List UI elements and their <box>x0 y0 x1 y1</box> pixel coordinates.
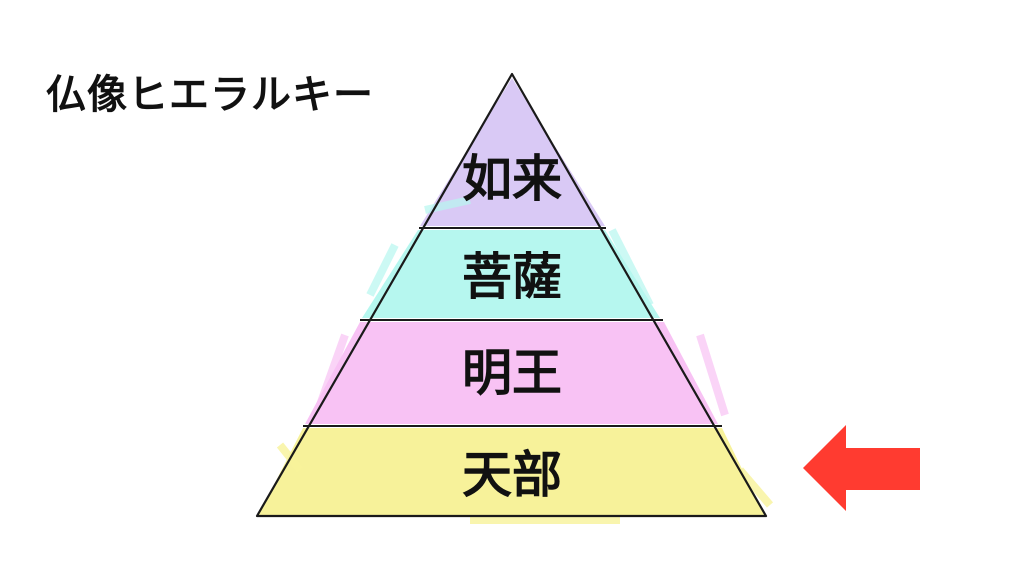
tier-label-bosatsu: 菩薩 <box>462 248 562 306</box>
diagram-title: 仏像ヒエラルキー <box>46 72 374 118</box>
tier-fill-tenbu <box>258 428 765 516</box>
tier-label-tenbu: 天部 <box>462 446 562 504</box>
crayon-stroke-cyan <box>366 196 654 307</box>
tier-fill-bosatsu <box>362 230 660 318</box>
tier-label-myoo: 明王 <box>462 344 562 402</box>
tier-label-nyorai: 如来 <box>462 150 562 208</box>
pyramid-outline <box>255 72 768 518</box>
arrow-left-icon <box>803 425 920 511</box>
tier-fill-nyorai <box>420 78 605 226</box>
crayon-stroke-pink <box>316 333 729 417</box>
tier-fill-myoo <box>305 322 718 424</box>
